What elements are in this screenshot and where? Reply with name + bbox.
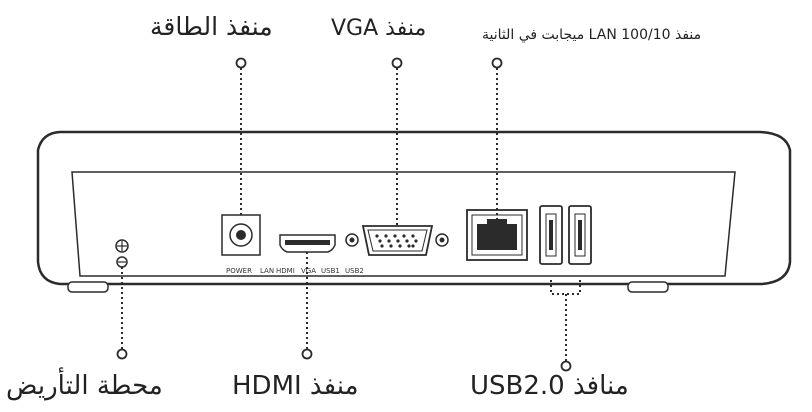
legend-usb2: USB2 bbox=[345, 267, 364, 275]
usb2-port bbox=[568, 205, 592, 265]
vga-port bbox=[345, 225, 449, 256]
lan-port bbox=[466, 209, 528, 261]
callout-dot-ground bbox=[116, 348, 128, 360]
legend-hdmi: HDMI bbox=[276, 267, 295, 275]
callout-dot-usb bbox=[560, 360, 572, 372]
ground-terminal-label: محطة التأريض bbox=[6, 371, 163, 401]
legend-usb1: USB1 bbox=[321, 267, 340, 275]
rear-panel bbox=[71, 171, 736, 277]
usb1-port bbox=[539, 205, 563, 265]
legend-power: POWER bbox=[226, 267, 252, 275]
ground-terminal bbox=[115, 239, 129, 268]
power-port bbox=[221, 214, 261, 256]
callout-dot-vga bbox=[391, 57, 403, 69]
right-foot bbox=[627, 281, 669, 293]
power-port-label: منفذ الطاقة bbox=[150, 12, 273, 41]
legend-vga: VGA bbox=[301, 267, 316, 275]
leader-usb-bracket bbox=[550, 280, 581, 295]
legend-lan: LAN bbox=[260, 267, 274, 275]
callout-dot-lan bbox=[491, 57, 503, 69]
left-foot bbox=[67, 281, 109, 293]
hdmi-port-label: منفذ HDMI bbox=[232, 371, 359, 401]
hdmi-port bbox=[279, 234, 336, 253]
lan-port-label: منفذ LAN 100/10 ميجابت في الثانية bbox=[482, 27, 702, 43]
usb-ports-label: منافذ USB2.0 bbox=[470, 371, 629, 401]
callout-dot-hdmi bbox=[301, 348, 313, 360]
vga-port-label: منفذ VGA bbox=[331, 16, 427, 41]
callout-dot-power bbox=[235, 57, 247, 69]
